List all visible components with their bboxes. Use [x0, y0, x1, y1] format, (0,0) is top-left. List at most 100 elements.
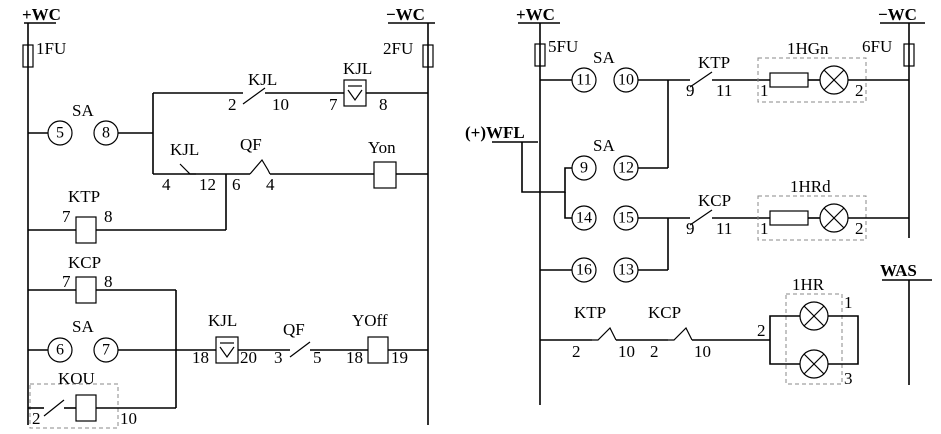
svg-text:10: 10: [272, 95, 289, 114]
svg-text:8: 8: [379, 95, 388, 114]
right-minus-wc-label: −WC: [878, 5, 917, 24]
kou-coil: [75, 394, 97, 422]
kcp-label-right: KCP: [698, 191, 731, 210]
svg-text:2: 2: [650, 342, 659, 361]
svg-text:3: 3: [274, 348, 283, 367]
ktp-coil: [75, 216, 97, 244]
svg-text:2: 2: [855, 219, 864, 238]
svg-text:9: 9: [686, 81, 695, 100]
svg-text:9: 9: [686, 219, 695, 238]
yon-label: Yon: [368, 138, 396, 157]
left-plus-wc-label: +WC: [22, 5, 61, 24]
left-minus-wc-label: −WC: [386, 5, 425, 24]
svg-text:2: 2: [572, 342, 581, 361]
svg-text:10: 10: [618, 342, 635, 361]
svg-text:5: 5: [56, 125, 64, 142]
svg-text:18: 18: [346, 348, 363, 367]
kjl-mid-label: KJL: [170, 140, 199, 159]
kou-label: KOU: [58, 369, 95, 388]
svg-text:12: 12: [618, 160, 634, 177]
ktp-contact: [689, 71, 713, 88]
kjl-bot-label: KJL: [208, 311, 237, 330]
sa-contact-5: [47, 120, 73, 146]
svg-text:16: 16: [576, 262, 592, 279]
kjl-coil: [343, 79, 367, 107]
svg-text:13: 13: [618, 262, 634, 279]
fuse-5fu: [534, 43, 546, 67]
fuse-6fu-label: 6FU: [862, 37, 892, 56]
fuse-6fu: [903, 43, 915, 67]
sa-contact-9: [571, 155, 597, 181]
kou-contact: [43, 399, 65, 417]
qf-top-label: QF: [240, 135, 262, 154]
fuse-1fu-label: 1FU: [36, 39, 66, 58]
qf-contact-top: [249, 158, 271, 175]
ktp-label: KTP: [68, 187, 100, 206]
svg-text:4: 4: [266, 175, 275, 194]
hr-label: 1HR: [792, 275, 825, 294]
kcp-coil: [75, 276, 97, 304]
sa-contact-6: [47, 337, 73, 363]
svg-text:2: 2: [32, 409, 41, 428]
svg-text:10: 10: [618, 72, 634, 89]
svg-text:10: 10: [120, 409, 137, 428]
svg-text:19: 19: [391, 348, 408, 367]
hgn-resistor: [769, 72, 809, 88]
fuse-5fu-label: 5FU: [548, 37, 578, 56]
svg-text:2: 2: [855, 81, 864, 100]
kjl-top-label: KJL: [248, 70, 277, 89]
svg-text:7: 7: [62, 272, 71, 291]
kjl-contact-bottom: [215, 336, 239, 364]
sa2-label: SA: [72, 317, 94, 336]
kjl-coil-label: KJL: [343, 59, 372, 78]
svg-text:4: 4: [162, 175, 171, 194]
ktp2-label: KTP: [574, 303, 606, 322]
yon-coil: [373, 161, 397, 189]
svg-text:8: 8: [102, 125, 110, 142]
svg-text:7: 7: [102, 342, 110, 359]
svg-text:5: 5: [313, 348, 322, 367]
svg-text:1: 1: [844, 293, 853, 312]
svg-text:9: 9: [580, 160, 588, 177]
svg-text:18: 18: [192, 348, 209, 367]
svg-text:15: 15: [618, 210, 634, 227]
svg-text:3: 3: [844, 369, 853, 388]
fuse-2fu-label: 2FU: [383, 39, 413, 58]
ktp-label-right: KTP: [698, 53, 730, 72]
qf-bot-label: QF: [283, 320, 305, 339]
kcp2-label: KCP: [648, 303, 681, 322]
1hr-box: [785, 293, 843, 385]
svg-text:1: 1: [760, 219, 769, 238]
was-label: WAS: [880, 261, 917, 280]
svg-text:12: 12: [199, 175, 216, 194]
hgn-label: 1HGn: [787, 39, 829, 58]
svg-text:10: 10: [694, 342, 711, 361]
svg-text:8: 8: [104, 272, 113, 291]
kcp-contact: [689, 209, 713, 226]
right-circuit: +WC −WC 5FU 6FU 11 10 SA KTP 9 11 1HGn 1: [465, 5, 932, 405]
svg-text:8: 8: [104, 207, 113, 226]
sa-label: SA: [72, 101, 94, 120]
hrd-resistor: [769, 210, 809, 226]
qf-contact-bottom: [289, 341, 311, 358]
sa-contact-14: [571, 205, 597, 231]
yoff-coil: [367, 336, 389, 364]
sa-mid-label: SA: [593, 136, 615, 155]
svg-text:14: 14: [576, 210, 592, 227]
svg-text:11: 11: [576, 72, 591, 89]
kou-box: [29, 383, 119, 429]
svg-text:11: 11: [716, 81, 732, 100]
svg-text:7: 7: [329, 95, 338, 114]
svg-text:11: 11: [716, 219, 732, 238]
sa-top-label: SA: [593, 48, 615, 67]
sa-contact-16: [571, 257, 597, 283]
svg-text:7: 7: [62, 207, 71, 226]
hrd-label: 1HRd: [790, 177, 831, 196]
ktp-contact-bottom: [592, 326, 617, 341]
fuse-2fu: [422, 44, 434, 68]
kjl-contact-mid: [179, 163, 196, 175]
svg-text:1: 1: [760, 81, 769, 100]
svg-text:2: 2: [228, 95, 237, 114]
fuse-1fu: [22, 44, 34, 68]
